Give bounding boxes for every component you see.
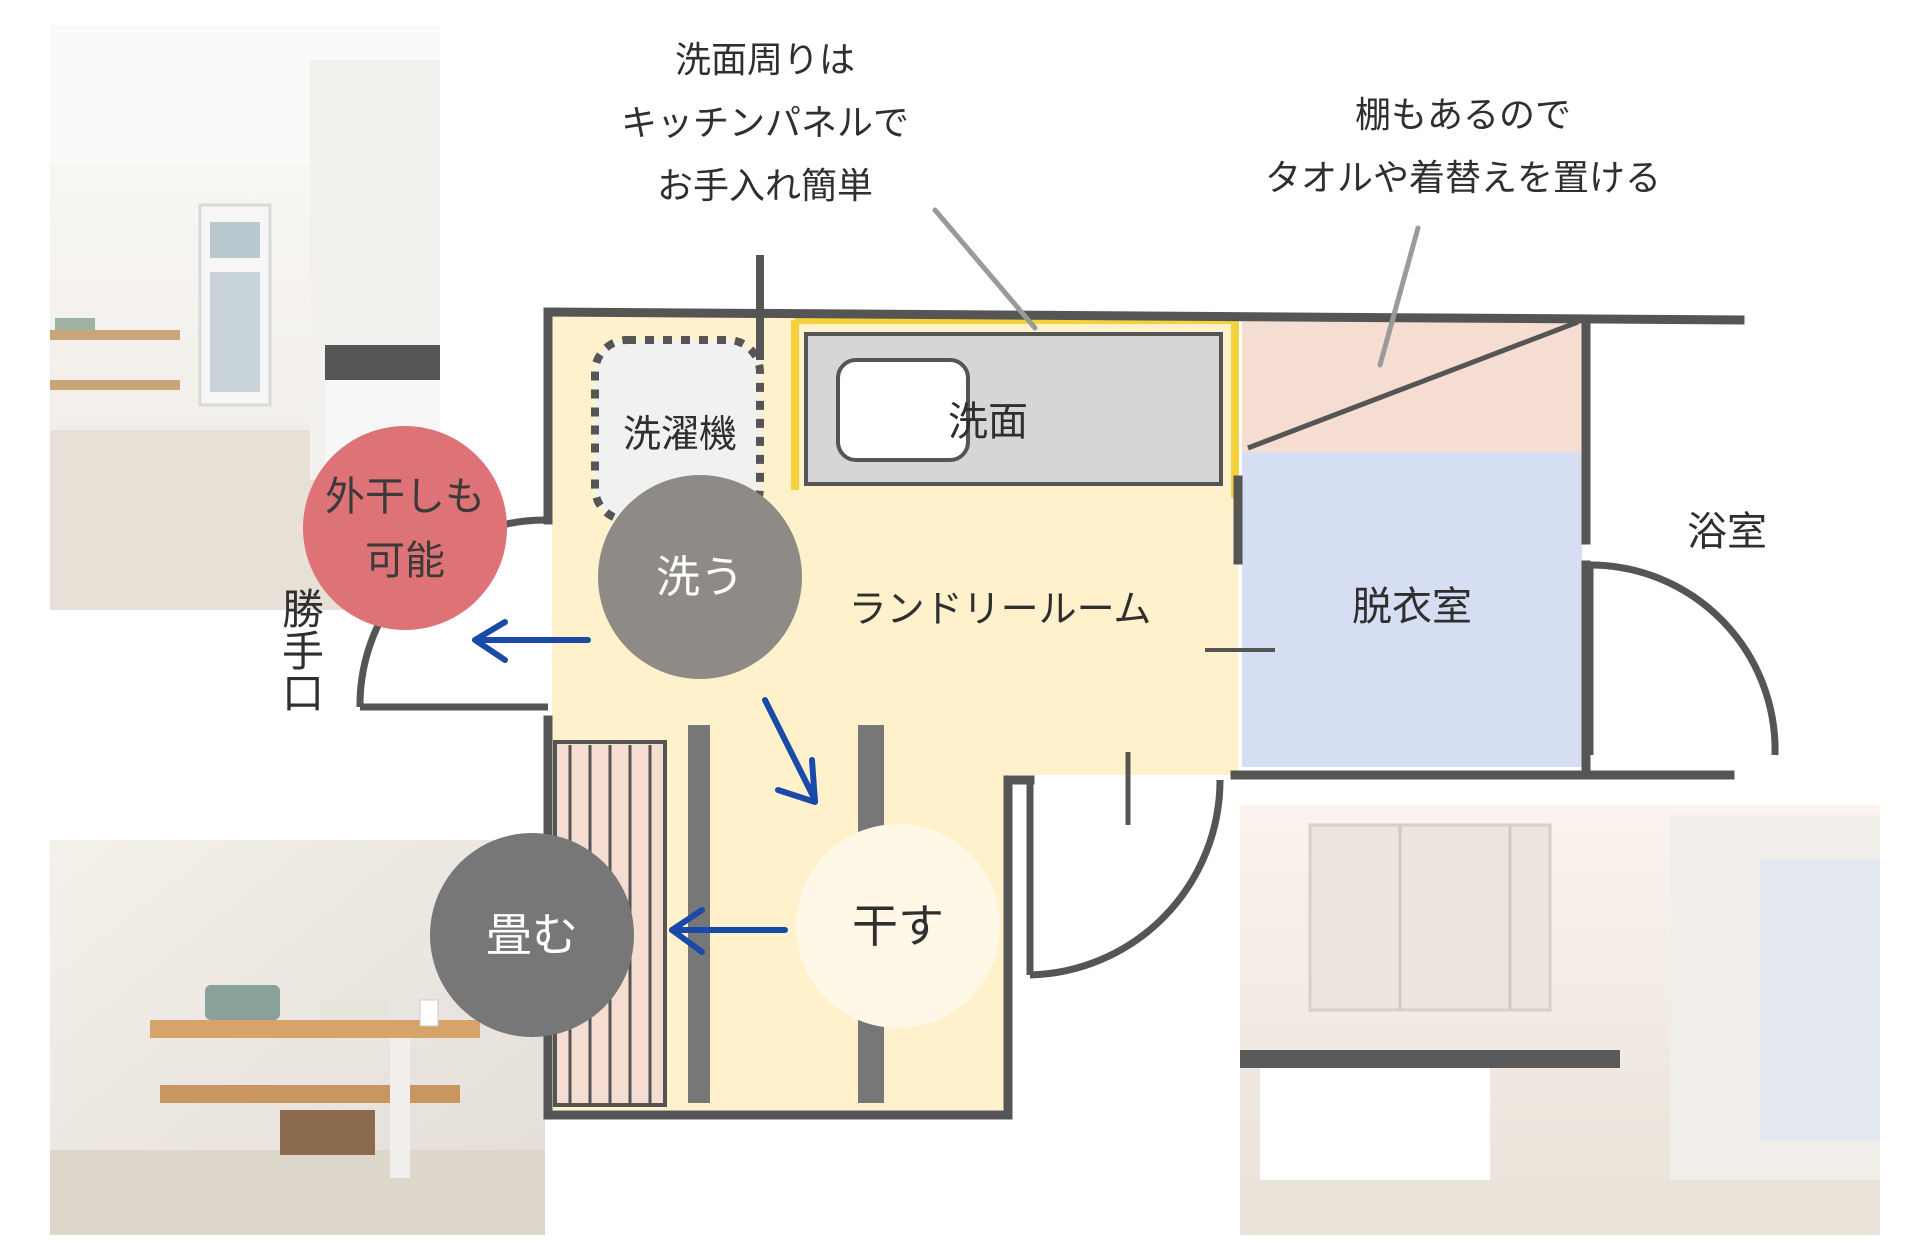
walls [543, 307, 1745, 1120]
badge-outside-drying: 外干しも 可能 [303, 426, 507, 630]
dressing-room-label: 脱衣室 [1352, 584, 1472, 630]
badge-fold-label: 畳む [486, 908, 578, 962]
sink-label: 洗面 [948, 399, 1028, 445]
shelf-note-line2: タオルや着替えを置ける [1265, 158, 1661, 199]
badge-dry-label: 干す [852, 899, 944, 953]
bath-door [1586, 561, 1779, 756]
photo-vanity [1240, 805, 1880, 1235]
sink-note-pointer [932, 207, 1038, 331]
photo-laundry-room [50, 25, 440, 610]
badge-dry: 干す [796, 824, 1000, 1028]
back-door-label: 勝手口 [276, 587, 325, 713]
washing-machine-label: 洗濯機 [623, 412, 737, 456]
badge-wash: 洗う [598, 475, 802, 679]
shelf-note-pointer [1377, 225, 1421, 368]
shelf-note: 棚もあるので タオルや着替えを置ける [1265, 95, 1661, 199]
sink-note-line2: キッチンパネルで [621, 103, 909, 144]
badge-fold: 畳む [430, 833, 634, 1037]
badge-outside-drying-line1: 外干しも [325, 474, 485, 520]
sink-note: 洗面周りは キッチンパネルで お手入れ簡単 [621, 40, 909, 207]
badge-outside-drying-line2: 可能 [365, 538, 445, 584]
dressing-room-floor [1242, 452, 1582, 767]
badge-wash-label: 洗う [656, 552, 744, 603]
shelf-note-line1: 棚もあるので [1355, 95, 1571, 136]
sink-note-line1: 洗面周りは [675, 40, 855, 81]
dressing-room-door [1026, 779, 1224, 979]
laundry-room-label: ランドリールーム [849, 587, 1152, 631]
flow-arrows [472, 619, 818, 955]
sink-note-line3: お手入れ簡単 [657, 166, 873, 207]
bath-label: 浴室 [1687, 509, 1767, 555]
arrow-wash-to-dry [762, 697, 818, 803]
